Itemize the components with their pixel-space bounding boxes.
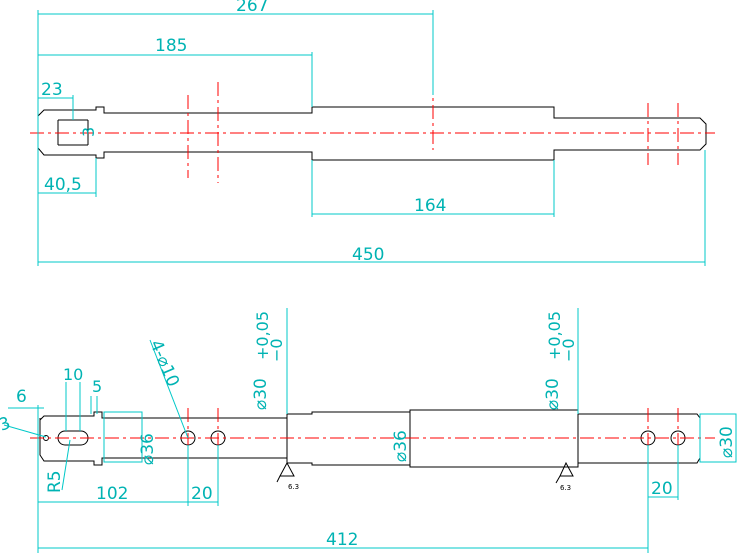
dim-20-left-text: 20 (191, 484, 213, 504)
roughness-right-symbol (555, 461, 574, 484)
holes-leader (149, 339, 189, 439)
dim-36-left-box (103, 411, 143, 463)
dim-36-center-text: ⌀36 (391, 430, 411, 462)
r5-leader (61, 439, 71, 491)
roughness-right: 6.3 (555, 461, 574, 492)
roughness-left-text: 6.3 (288, 483, 299, 491)
roughness-left-symbol (276, 461, 295, 483)
dim-185-text: 185 (155, 36, 187, 56)
dim-30-right-box (699, 413, 737, 463)
dim-3-text: 3 (0, 413, 13, 435)
top-shaft-outline (37, 106, 707, 161)
dim-3-text: 3 (79, 127, 98, 137)
dim-30-fit-right-tol-lower: −0 (559, 338, 578, 362)
top-view: 267 185 23 3 40,5 164 450 (30, 0, 715, 266)
dim-30-right-text: ⌀30 (717, 426, 737, 458)
r5-text: R5 (45, 470, 65, 493)
dim-23-text: 23 (41, 80, 63, 100)
dim-3-leader (3, 424, 47, 438)
dim-164-text: 164 (414, 196, 446, 216)
dim-30-fit-right-text: ⌀30 (543, 378, 563, 410)
holes-text: 4-⌀10 (145, 337, 182, 390)
bottom-view: 6 3 10 5 4-⌀10 ⌀36 ⌀30 +0,05 −0 ⌀36 ⌀30 … (0, 308, 737, 553)
dim-412-text: 412 (326, 530, 358, 550)
dim-30-fit-right-tol-upper: +0,05 (545, 311, 564, 360)
dim-267-text: 267 (236, 0, 268, 16)
dim-6-text: 6 (16, 387, 27, 407)
dim-450-text: 450 (352, 245, 384, 265)
roughness-right-text: 6.3 (560, 484, 571, 492)
dim-20-right-text: 20 (651, 479, 673, 499)
dim-30-fit-left-tol-upper: +0,05 (253, 311, 272, 360)
roughness-left: 6.3 (276, 461, 299, 491)
dim-5-text: 5 (92, 377, 102, 396)
dim-40-5-text: 40,5 (44, 175, 82, 195)
dim-36-left-text: ⌀36 (138, 433, 158, 465)
dim-102-text: 102 (96, 484, 128, 504)
dim-30-fit-left-text: ⌀30 (251, 378, 271, 410)
dim-10-text: 10 (63, 365, 83, 384)
dim-30-fit-left-tol-lower: −0 (267, 338, 286, 362)
